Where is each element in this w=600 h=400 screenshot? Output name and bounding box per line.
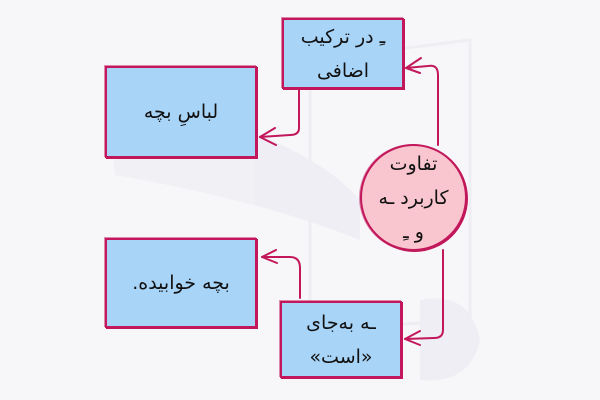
bottom-rule-line-1: ـه به‌جای bbox=[306, 311, 376, 334]
top-rule-box: ـِ در ترکیب اضافی bbox=[282, 18, 404, 89]
arrow-top-rule-to-example bbox=[259, 88, 300, 138]
top-rule-line-1: ـِ در ترکیب bbox=[300, 25, 386, 48]
top-example-text: لباسِ بچه bbox=[143, 101, 219, 123]
center-line-1: تفاوت bbox=[389, 152, 438, 175]
center-topic-circle: تفاوت کاربرد ـه و ـِ bbox=[360, 144, 467, 251]
arrow-center-to-bottom-rule bbox=[404, 249, 444, 340]
bottom-rule-box: ـه به‌جای «است» bbox=[280, 301, 402, 378]
arrow-center-to-top-rule bbox=[405, 64, 439, 146]
bottom-example-box: بچه خوابیده. bbox=[105, 238, 257, 328]
center-line-3: و ـِ bbox=[403, 220, 424, 243]
top-example-box: لباسِ بچه bbox=[105, 66, 257, 158]
arrow-bottom-rule-to-example bbox=[261, 256, 301, 299]
bottom-example-text: بچه خوابیده. bbox=[132, 272, 230, 294]
top-rule-line-2: اضافی bbox=[316, 59, 370, 82]
center-line-2: کاربرد ـه bbox=[378, 186, 449, 209]
bottom-rule-line-2: «است» bbox=[309, 345, 373, 368]
